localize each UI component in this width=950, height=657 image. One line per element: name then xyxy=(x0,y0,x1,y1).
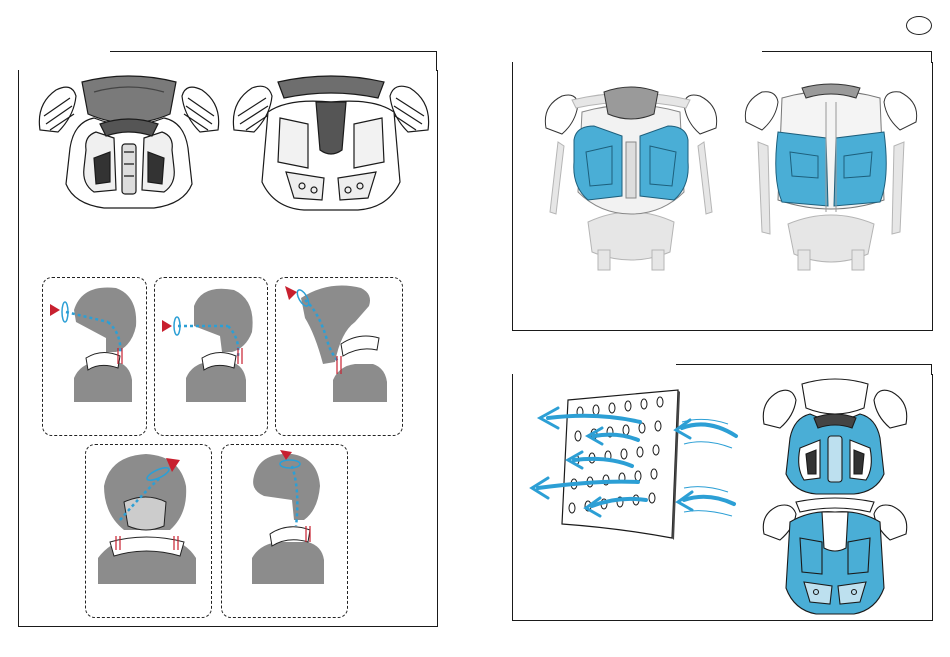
guard-back-view xyxy=(228,72,434,214)
red-arrow-icon xyxy=(50,304,60,316)
step-5-illustration xyxy=(226,450,342,584)
language-badge xyxy=(906,16,932,35)
step-3-illustration xyxy=(279,282,397,402)
step-4-illustration xyxy=(90,450,206,584)
left-panel-rule-join xyxy=(436,51,437,71)
bottom-right-rule-join xyxy=(931,364,932,375)
guard-back-blue xyxy=(760,498,910,616)
guard-front-blue xyxy=(760,378,910,496)
skeleton-back-figure xyxy=(742,82,920,270)
skeleton-front-figure xyxy=(542,82,720,270)
red-arrow-icon xyxy=(162,320,172,332)
red-arrow-icon xyxy=(285,286,297,300)
step-1-illustration xyxy=(46,282,142,402)
bottom-right-panel-top-rule xyxy=(676,364,932,365)
ventilation-sheet-figure xyxy=(528,388,742,552)
left-panel-top-rule xyxy=(110,51,436,52)
top-right-panel-top-rule xyxy=(762,51,932,52)
guard-front-view xyxy=(34,72,224,214)
top-right-rule-join xyxy=(931,51,932,63)
step-2-illustration xyxy=(158,282,262,402)
